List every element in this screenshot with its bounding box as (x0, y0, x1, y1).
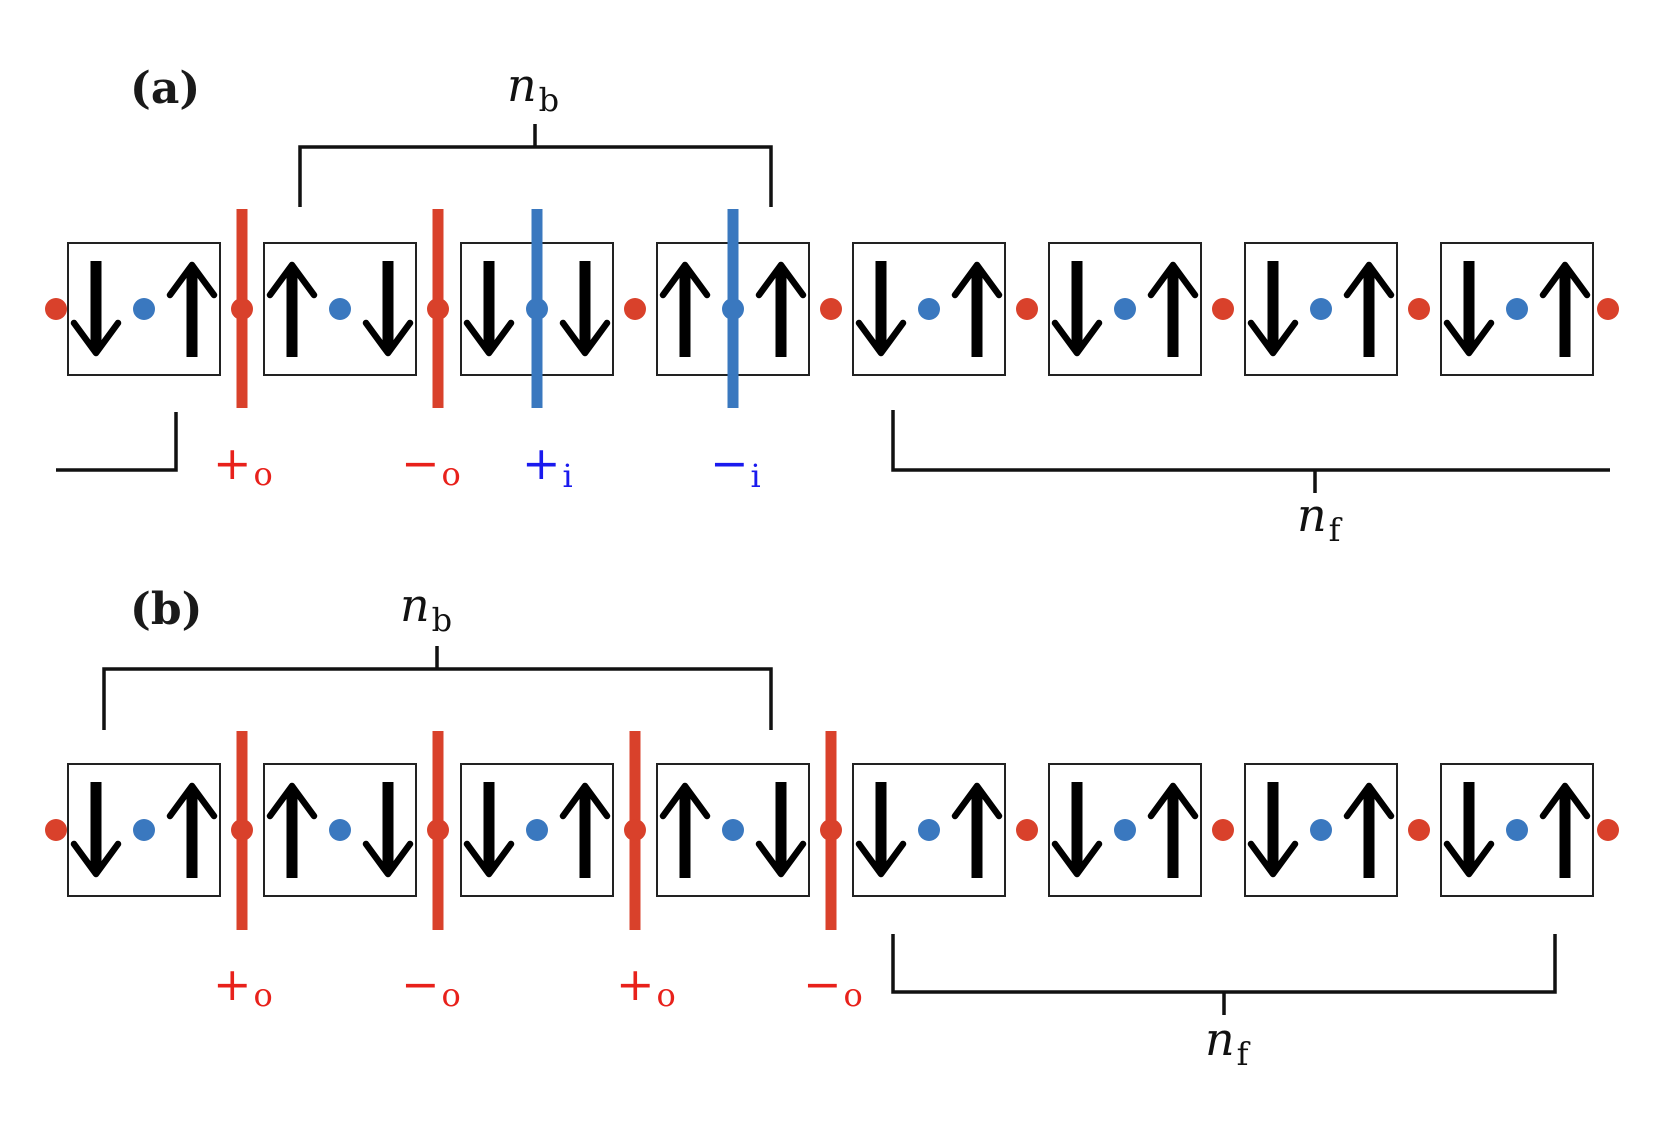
panel-b-inner-site (1310, 819, 1332, 841)
panel-b-outer-site (1408, 819, 1430, 841)
panel-b-inner-site (722, 819, 744, 841)
panel-b-outer-site (45, 819, 67, 841)
panel-a-outer-site (1408, 298, 1430, 320)
spin-down-arrow-icon (463, 782, 515, 878)
panel-b-wall-4-label: −o (803, 957, 863, 1014)
spin-up-arrow-icon (951, 261, 1003, 357)
panel-b-outer-site (820, 819, 842, 841)
panel-a-spins (70, 261, 1591, 357)
panel-a-inner-site (918, 298, 940, 320)
panel-b: (b) nb nf (45, 578, 1619, 1073)
panel-a-outer-site (1212, 298, 1234, 320)
panel-a-outer-site (427, 298, 449, 320)
panel-a-label: (a) (130, 63, 200, 114)
panel-a: (a) nb nf (45, 58, 1619, 549)
panel-b-outer-site (427, 819, 449, 841)
spin-up-arrow-icon (266, 782, 318, 878)
spin-up-arrow-icon (1343, 782, 1395, 878)
spin-down-arrow-icon (463, 261, 515, 357)
panel-b-outer-site (1597, 819, 1619, 841)
panel-a-inner-site (722, 298, 744, 320)
spin-up-arrow-icon (1147, 261, 1199, 357)
panel-a-wall-2-label: −o (401, 436, 461, 493)
panel-a-nb-label: nb (507, 58, 559, 119)
spin-down-arrow-icon (1051, 782, 1103, 878)
panel-a-inner-site (133, 298, 155, 320)
spin-up-arrow-icon (1343, 261, 1395, 357)
panel-a-wall-4-label: −i (710, 436, 761, 495)
panel-a-inner-site (1506, 298, 1528, 320)
panel-a-outer-site (1597, 298, 1619, 320)
panel-b-inner-site (918, 819, 940, 841)
spin-up-arrow-icon (559, 782, 611, 878)
panel-a-outer-site (820, 298, 842, 320)
spin-up-arrow-icon (951, 782, 1003, 878)
panel-b-nf-label: nf (1205, 1012, 1251, 1073)
panel-a-lattice-sites (45, 298, 1619, 320)
spin-down-arrow-icon (1247, 782, 1299, 878)
spin-down-arrow-icon (70, 782, 122, 878)
panel-b-outer-site (1212, 819, 1234, 841)
spin-down-arrow-icon (362, 261, 414, 357)
panel-b-inner-site (1114, 819, 1136, 841)
spin-down-arrow-icon (70, 261, 122, 357)
panel-a-outer-site (1016, 298, 1038, 320)
panel-a-left-brace-fragment (56, 412, 178, 472)
panel-b-inner-site (329, 819, 351, 841)
panel-a-outer-site (624, 298, 646, 320)
panel-b-outer-site (1016, 819, 1038, 841)
panel-a-outer-site (231, 298, 253, 320)
spin-down-arrow-icon (1247, 261, 1299, 357)
panel-a-inner-site (526, 298, 548, 320)
panel-b-nb-label: nb (400, 578, 452, 639)
panel-a-nf-brace (891, 410, 1610, 493)
panel-b-label: (b) (130, 584, 202, 635)
panel-b-wall-2-label: −o (401, 957, 461, 1014)
spin-down-arrow-icon (362, 782, 414, 878)
panel-a-nb-brace (298, 124, 773, 207)
spin-up-arrow-icon (166, 261, 218, 357)
panel-a-nf-label: nf (1297, 488, 1343, 549)
panel-a-inner-site (329, 298, 351, 320)
spin-up-arrow-icon (1539, 261, 1591, 357)
spin-down-arrow-icon (855, 261, 907, 357)
panel-b-outer-site (624, 819, 646, 841)
spin-up-arrow-icon (166, 782, 218, 878)
panel-a-outer-site (45, 298, 67, 320)
panel-a-wall-1-label: +o (213, 436, 273, 493)
spin-up-arrow-icon (659, 261, 711, 357)
spin-up-arrow-icon (266, 261, 318, 357)
spin-down-arrow-icon (1051, 261, 1103, 357)
spin-up-arrow-icon (755, 261, 807, 357)
panel-b-spins (70, 782, 1591, 878)
spin-down-arrow-icon (855, 782, 907, 878)
panel-b-inner-site (133, 819, 155, 841)
panel-a-inner-site (1114, 298, 1136, 320)
spin-up-arrow-icon (659, 782, 711, 878)
panel-b-outer-site (231, 819, 253, 841)
spin-up-arrow-icon (1539, 782, 1591, 878)
panel-b-nb-brace (102, 646, 773, 730)
panel-b-lattice-sites (45, 819, 1619, 841)
panel-a-inner-site (1310, 298, 1332, 320)
spin-down-arrow-icon (1443, 261, 1495, 357)
panel-b-nf-brace (891, 934, 1557, 1015)
panel-b-inner-site (1506, 819, 1528, 841)
spin-down-arrow-icon (755, 782, 807, 878)
spin-up-arrow-icon (1147, 782, 1199, 878)
panel-b-wall-1-label: +o (213, 957, 273, 1014)
spin-down-arrow-icon (559, 261, 611, 357)
panel-a-wall-3-label: +i (522, 436, 573, 495)
panel-b-wall-3-label: +o (616, 957, 676, 1014)
panel-b-inner-site (526, 819, 548, 841)
spin-down-arrow-icon (1443, 782, 1495, 878)
